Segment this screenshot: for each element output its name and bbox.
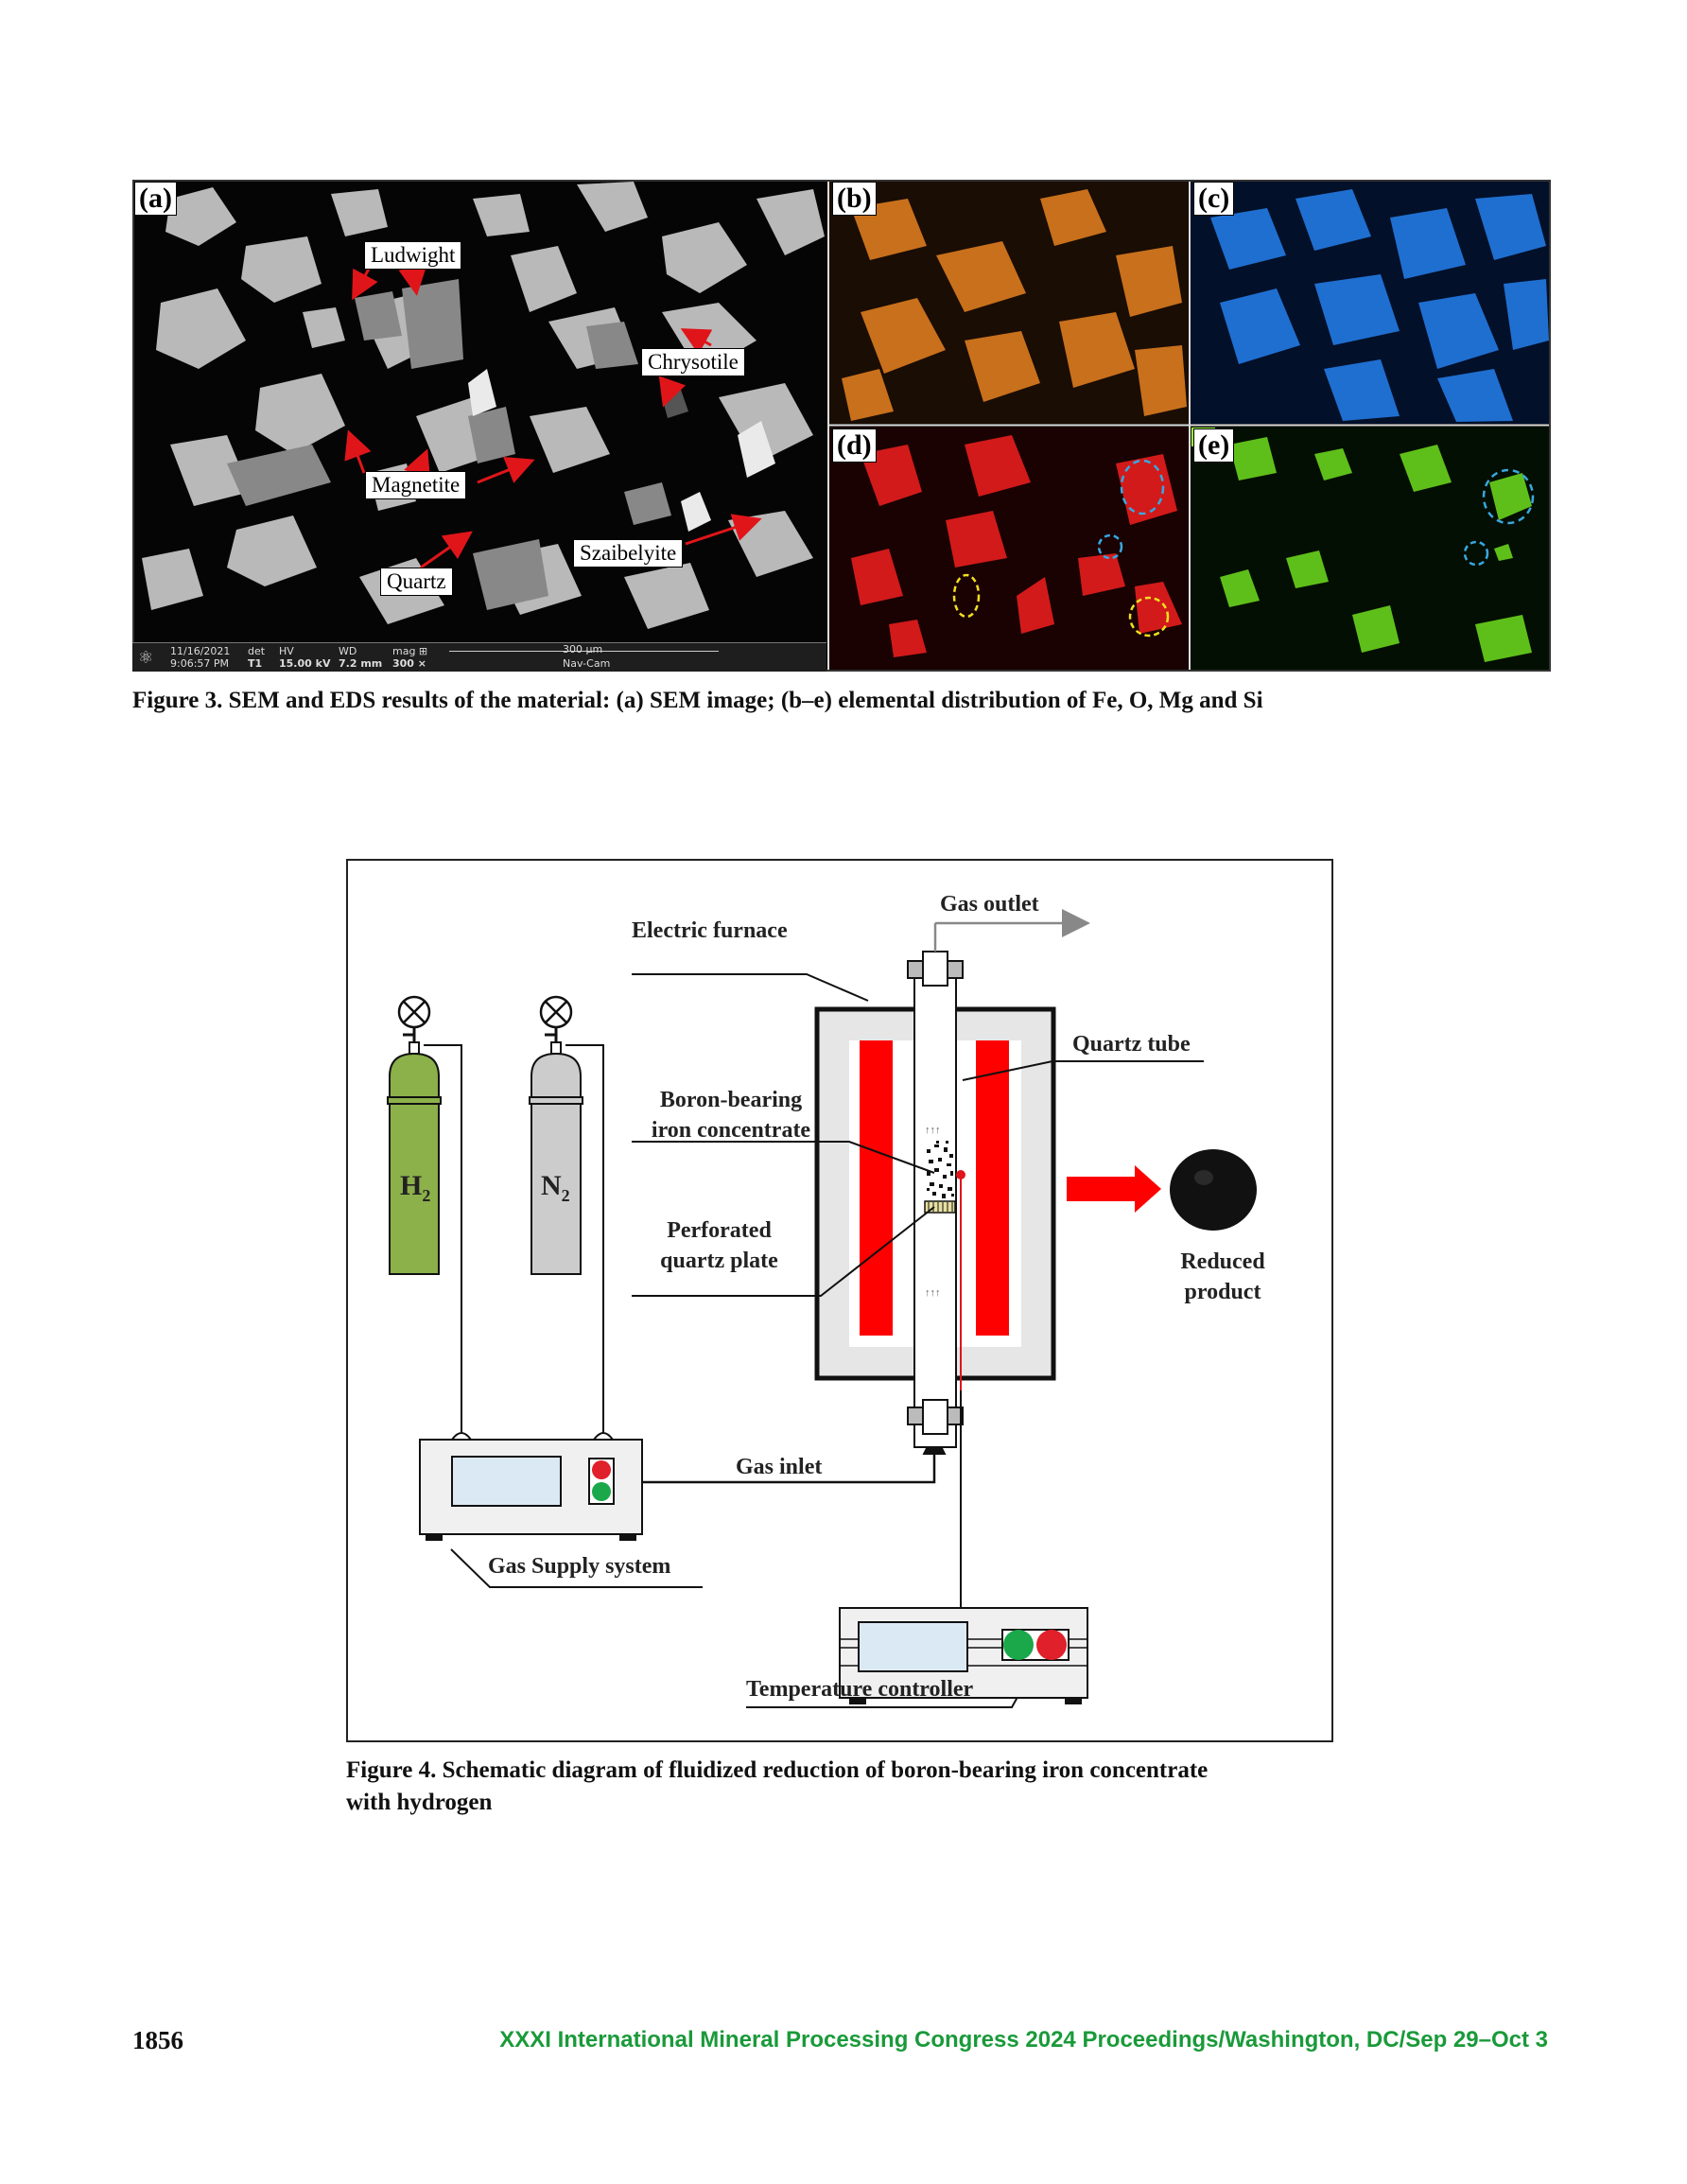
- figure-4-caption-line2: with hydrogen: [346, 1790, 493, 1815]
- panel-label-c: (c): [1193, 182, 1235, 216]
- eds-mg-panel: [829, 427, 1189, 672]
- sem-mag-value: 300 ×: [392, 657, 427, 670]
- sem-det-label: det: [248, 645, 266, 657]
- figure-4: ↑↑↑ ↑↑↑: [346, 859, 1333, 1742]
- n2-symbol: N: [541, 1170, 562, 1201]
- panel-label-d: (d): [832, 428, 877, 463]
- figure-4-caption-line1: Figure 4. Schematic diagram of fluidized…: [346, 1757, 1209, 1783]
- h2-label: H2: [400, 1171, 430, 1211]
- eds-si-panel: [1191, 427, 1551, 672]
- n2-label: N2: [541, 1171, 570, 1211]
- label-chrysotile: Chrysotile: [641, 348, 745, 376]
- conference-footer: XXXI International Mineral Processing Co…: [499, 2027, 1548, 2053]
- figure-4-caption: Figure 4. Schematic diagram of fluidized…: [346, 1755, 1208, 1819]
- label-boron-line2: iron concentrate: [651, 1118, 811, 1143]
- sem-wd-label: WD: [339, 645, 357, 657]
- sem-time: 9:06:57 PM: [170, 657, 230, 670]
- sem-hv-value: 15.00 kV: [279, 657, 331, 670]
- svg-text:↑↑↑: ↑↑↑: [925, 1125, 941, 1136]
- panel-label-a: (a): [134, 182, 177, 216]
- figure-3-graphic: [132, 180, 1551, 672]
- reduced-product-particle: [1170, 1149, 1257, 1231]
- label-perforated-line1: Perforated: [667, 1218, 772, 1243]
- label-magnetite: Magnetite: [365, 471, 467, 499]
- figure-3-caption: Figure 3. SEM and EDS results of the mat…: [132, 688, 1263, 713]
- eds-o-panel: [1191, 180, 1551, 424]
- label-perforated-plate: Perforated quartz plate: [636, 1215, 802, 1276]
- figure-4-schematic: ↑↑↑ ↑↑↑: [387, 909, 1257, 1708]
- label-boron-line1: Boron-bearing: [659, 1088, 803, 1112]
- label-reduced-product: Reduced product: [1161, 1247, 1284, 1307]
- panel-label-e: (e): [1193, 428, 1235, 463]
- label-perforated-line2: quartz plate: [660, 1249, 778, 1273]
- quartz-tube: ↑↑↑ ↑↑↑: [907, 951, 964, 1448]
- label-boron-bearing: Boron-bearing iron concentrate: [627, 1085, 835, 1145]
- label-reduced-line1: Reduced: [1180, 1249, 1265, 1274]
- n2-subscript: 2: [561, 1186, 570, 1205]
- scale-bar: [449, 651, 719, 652]
- page-number: 1856: [132, 2026, 183, 2054]
- label-quartz: Quartz: [380, 568, 453, 596]
- temperature-controller-box: [839, 1607, 1088, 1704]
- label-electric-furnace: Electric furnace: [632, 918, 788, 943]
- panel-label-b: (b): [832, 182, 877, 216]
- atom-icon: ⚛: [138, 648, 154, 668]
- sem-mode: Nav-Cam: [563, 657, 611, 670]
- label-gas-inlet: Gas inlet: [736, 1455, 823, 1479]
- svg-text:↑↑↑: ↑↑↑: [925, 1287, 941, 1299]
- n2-cylinder: [529, 995, 583, 1275]
- sem-date: 11/16/2021: [170, 645, 231, 657]
- sem-image-panel: [132, 180, 827, 672]
- label-gas-outlet: Gas outlet: [940, 892, 1039, 917]
- gas-supply-box: [419, 1432, 643, 1541]
- h2-cylinder: [387, 995, 442, 1275]
- sem-wd-value: 7.2 mm: [339, 657, 383, 670]
- eds-fe-panel: [829, 180, 1189, 424]
- label-ludwight: Ludwight: [364, 241, 462, 270]
- h2-symbol: H: [400, 1170, 423, 1201]
- h2-subscript: 2: [422, 1186, 431, 1205]
- sem-info-bar: ⚛ 11/16/2021 9:06:57 PM det T1 HV 15.00 …: [132, 642, 826, 672]
- sem-hv-label: HV: [279, 645, 294, 657]
- sem-mag-label: mag ⊞: [392, 645, 428, 657]
- figure-3: (a) (b) (c) (d) (e) Ludwight Chrysotile …: [132, 180, 1551, 672]
- label-gas-supply: Gas Supply system: [488, 1554, 671, 1579]
- sem-det-value: T1: [248, 657, 263, 670]
- sem-scale: 300 µm: [563, 643, 603, 655]
- label-szaibelyite: Szaibelyite: [573, 539, 684, 568]
- label-temperature-controller: Temperature controller: [746, 1677, 974, 1702]
- label-quartz-tube: Quartz tube: [1072, 1032, 1191, 1057]
- label-reduced-line2: product: [1184, 1280, 1261, 1304]
